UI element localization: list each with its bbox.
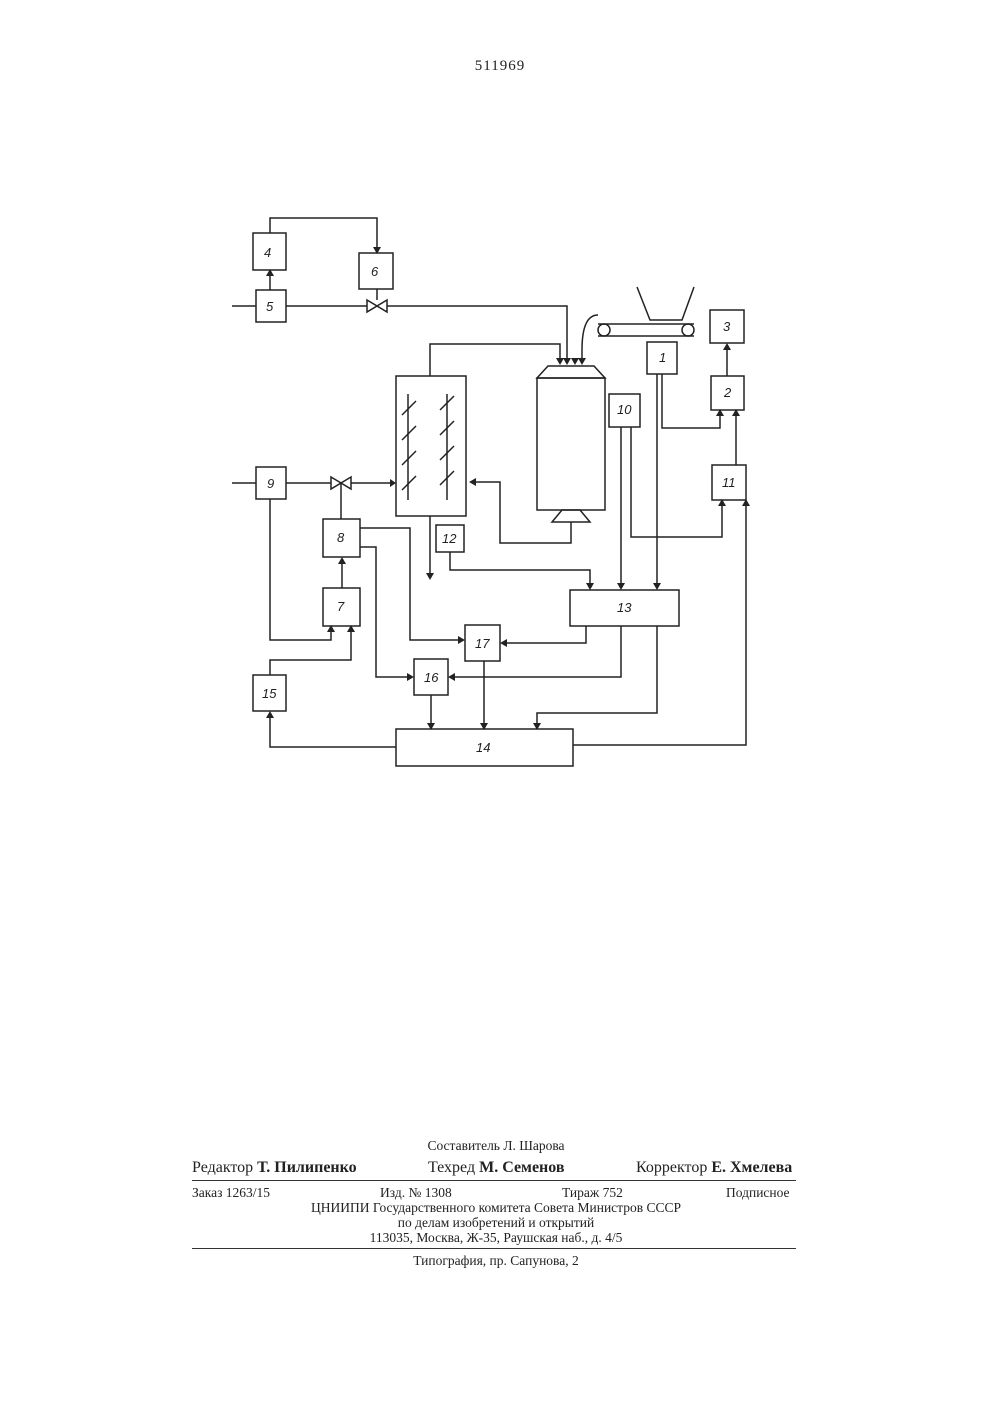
address: 113035, Москва, Ж-35, Раушская наб., д. … — [192, 1230, 800, 1246]
feed-funnel — [537, 366, 605, 378]
label-2: 2 — [723, 385, 732, 400]
organization-line-2: по делам изобретений и открытий — [192, 1215, 800, 1231]
label-9: 9 — [267, 476, 274, 491]
compiler-line: Составитель Л. Шарова — [192, 1138, 800, 1154]
label-13: 13 — [617, 600, 632, 615]
label-3: 3 — [723, 319, 731, 334]
order-number: Заказ 1263/15 — [192, 1185, 270, 1201]
label-6: 6 — [371, 264, 379, 279]
techred-credit: Техред М. Семенов — [428, 1159, 565, 1177]
printing-house: Типография, пр. Сапунова, 2 — [192, 1253, 800, 1269]
corrector-name: Е. Хмелева — [711, 1159, 792, 1176]
label-10: 10 — [617, 402, 632, 417]
discharge-funnel — [552, 510, 590, 522]
corrector-label: Корректор — [636, 1159, 707, 1176]
label-14: 14 — [476, 740, 490, 755]
label-11: 11 — [722, 475, 736, 490]
divider-top — [192, 1180, 796, 1181]
subscription: Подписное — [726, 1185, 790, 1201]
label-4: 4 — [264, 245, 271, 260]
editor-name: Т. Пилипенко — [257, 1159, 356, 1176]
drum-furnace — [537, 378, 605, 510]
label-17: 17 — [475, 636, 490, 651]
label-1: 1 — [659, 350, 666, 365]
hopper — [637, 287, 694, 320]
divider-bottom — [192, 1248, 796, 1249]
valve-2 — [331, 477, 341, 489]
column-vessel — [396, 376, 466, 516]
techred-name: М. Семенов — [479, 1159, 564, 1176]
techred-label: Техред — [428, 1159, 475, 1176]
label-12: 12 — [442, 531, 457, 546]
organization-line-1: ЦНИИПИ Государственного комитета Совета … — [192, 1200, 800, 1216]
circulation: Тираж 752 — [562, 1185, 623, 1201]
label-5: 5 — [266, 299, 274, 314]
corrector-credit: Корректор Е. Хмелева — [636, 1159, 792, 1177]
label-7: 7 — [337, 599, 345, 614]
label-8: 8 — [337, 530, 345, 545]
editor-label: Редактор — [192, 1159, 253, 1176]
valve-1 — [367, 300, 377, 312]
label-15: 15 — [262, 686, 277, 701]
label-16: 16 — [424, 670, 439, 685]
editor-credit: Редактор Т. Пилипенко — [192, 1159, 357, 1177]
edition-number: Изд. № 1308 — [380, 1185, 452, 1201]
